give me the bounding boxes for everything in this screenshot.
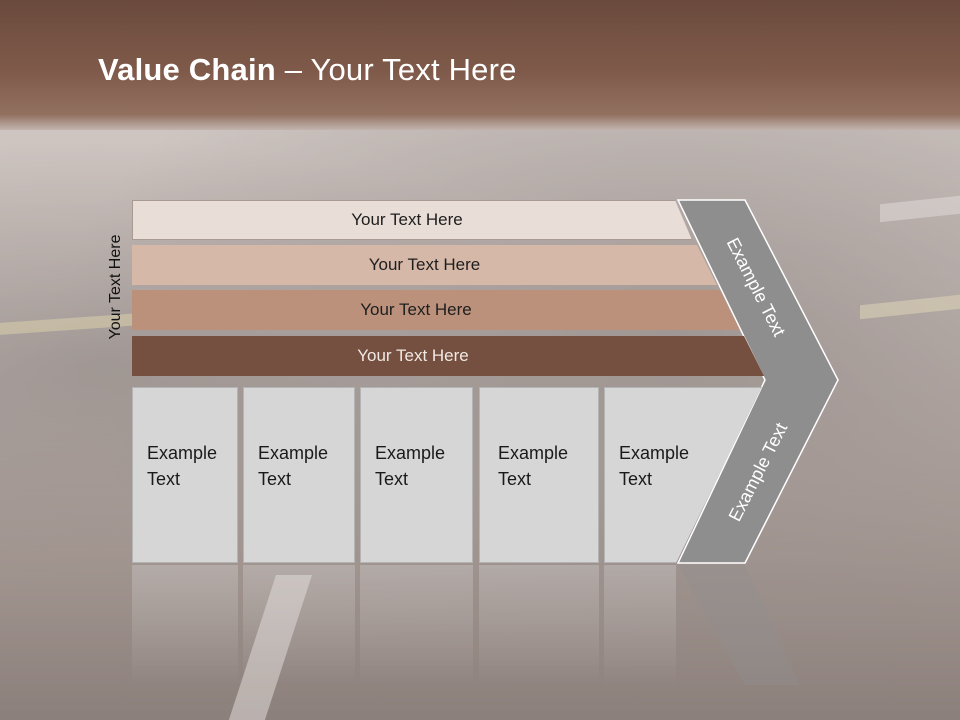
column-1-reflection — [132, 565, 238, 685]
bar-1-label: Your Text Here — [351, 210, 463, 229]
chevron-shape — [676, 199, 839, 564]
bar-4: Your Text Here — [132, 336, 764, 376]
title-bold: Value Chain — [98, 52, 276, 87]
column-1-line1: Example — [147, 443, 218, 463]
column-4-reflection — [479, 565, 599, 685]
column-5-line2: Text — [619, 469, 653, 489]
bar-3-label: Your Text Here — [360, 300, 472, 319]
bar-2: Your Text Here — [132, 245, 717, 285]
column-4-line2: Text — [498, 469, 532, 489]
column-5-reflection — [604, 565, 676, 685]
title-rest: – Your Text Here — [275, 52, 517, 87]
bar-4-label: Your Text Here — [357, 346, 469, 365]
bar-3: Your Text Here — [132, 290, 740, 330]
bar-2-label: Your Text Here — [368, 255, 481, 274]
header-band — [0, 0, 960, 130]
column-2-line2: Text — [258, 469, 292, 489]
column-3-line2: Text — [375, 469, 409, 489]
slide-title: Value Chain – Your Text Here — [98, 52, 517, 88]
column-3-reflection — [360, 565, 473, 685]
column-5-line1: Example — [619, 443, 690, 463]
column-2-line1: Example — [258, 443, 329, 463]
column-3-line1: Example — [375, 443, 446, 463]
column-1-line2: Text — [147, 469, 181, 489]
column-4-line1: Example — [498, 443, 569, 463]
chevron-reflection — [678, 565, 800, 685]
column-2-reflection — [243, 565, 355, 685]
bar-1: Your Text Here — [132, 200, 692, 240]
